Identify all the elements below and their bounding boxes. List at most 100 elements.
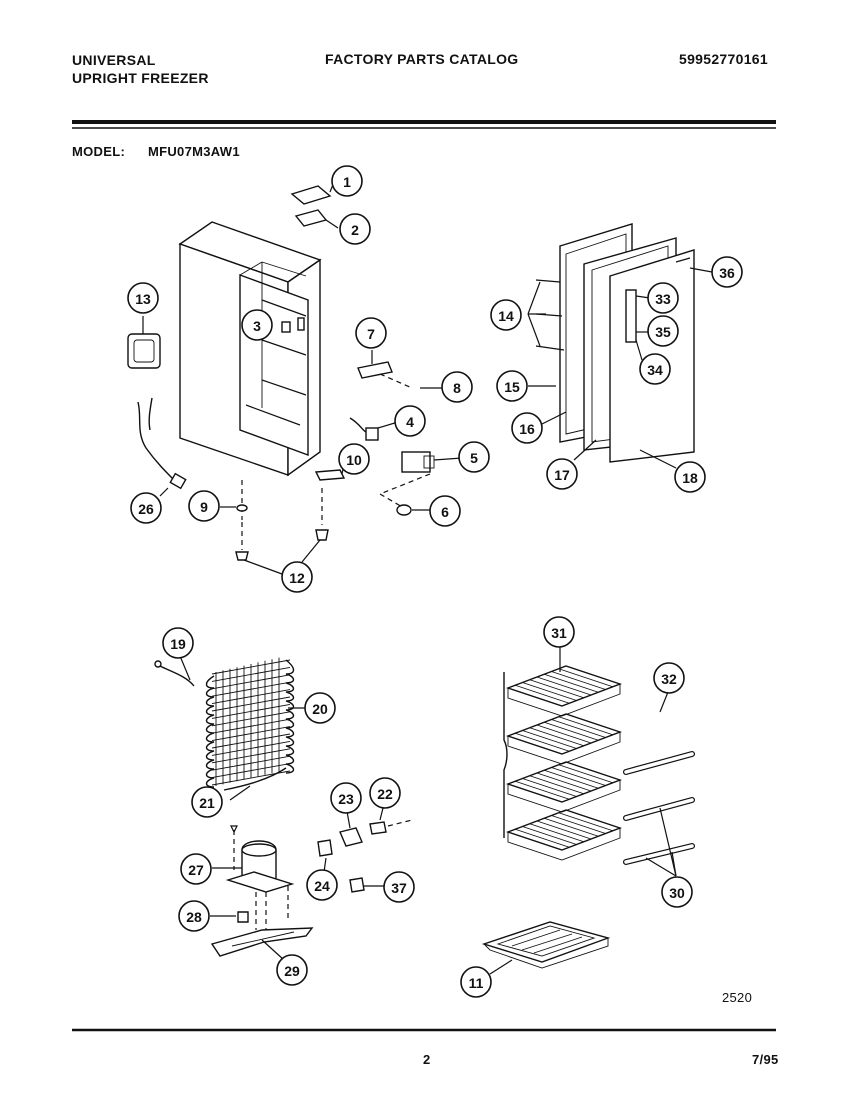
product-label: UPRIGHT FREEZER (72, 70, 209, 86)
top-cover (290, 185, 332, 205)
callout-32: 32 (653, 662, 685, 694)
callout-label: 27 (188, 862, 204, 878)
callout-label: 17 (554, 467, 570, 483)
callout-label: 7 (367, 326, 375, 342)
callout-label: 15 (504, 379, 520, 395)
callout-label: 10 (346, 452, 362, 468)
power-cord (137, 401, 177, 483)
light-housing (127, 333, 161, 369)
callout-26: 26 (130, 492, 162, 524)
callout-20: 20 (304, 692, 336, 724)
callout-12: 12 (281, 561, 313, 593)
callout-21: 21 (191, 786, 223, 818)
callout-9: 9 (188, 490, 220, 522)
door-handle (625, 289, 637, 343)
callout-13: 13 (127, 282, 159, 314)
callout-6: 6 (429, 495, 461, 527)
callout-label: 12 (289, 570, 305, 586)
callout-24: 24 (306, 869, 338, 901)
callout-36: 36 (711, 256, 743, 288)
callout-30: 30 (661, 876, 693, 908)
callout-29: 29 (276, 954, 308, 986)
callout-8: 8 (441, 371, 473, 403)
callout-15: 15 (496, 370, 528, 402)
callout-label: 1 (343, 174, 351, 190)
callout-label: 21 (199, 795, 215, 811)
callout-22: 22 (369, 777, 401, 809)
callout-label: 33 (655, 291, 671, 307)
callout-label: 8 (453, 380, 461, 396)
leveling-leg-left (235, 551, 249, 561)
callout-label: 9 (200, 499, 208, 515)
callout-label: 18 (682, 470, 698, 486)
callout-37: 37 (383, 871, 415, 903)
callout-17: 17 (546, 458, 578, 490)
callout-label: 29 (284, 963, 300, 979)
callout-3: 3 (241, 309, 273, 341)
callout-label: 26 (138, 501, 154, 517)
callout-label: 32 (661, 671, 677, 687)
callout-label: 6 (441, 504, 449, 520)
bottom-hinge (314, 469, 346, 481)
callout-label: 34 (647, 362, 663, 378)
callout-27: 27 (180, 853, 212, 885)
leveling-leg-right (315, 529, 329, 541)
freezer-cabinet (178, 221, 322, 477)
callout-23: 23 (330, 782, 362, 814)
callout-label: 4 (406, 414, 414, 430)
callout-4: 4 (394, 405, 426, 437)
door-assembly (527, 223, 713, 469)
callout-label: 28 (186, 909, 202, 925)
compressor (210, 825, 314, 961)
thermostat (401, 451, 431, 473)
model-label: MODEL: (72, 144, 126, 159)
callout-7: 7 (355, 317, 387, 349)
wire-shelf (505, 665, 623, 717)
callout-label: 30 (669, 885, 685, 901)
callout-18: 18 (674, 461, 706, 493)
wire-shelf (505, 761, 623, 813)
callout-19: 19 (162, 627, 194, 659)
callout-label: 35 (655, 324, 671, 340)
diagram-code: 2520 (722, 990, 753, 1005)
callout-label: 24 (314, 878, 330, 894)
callout-33: 33 (647, 282, 679, 314)
page-number: 2 (423, 1052, 431, 1067)
callout-label: 2 (351, 222, 359, 238)
start-relay (317, 803, 413, 893)
callout-16: 16 (511, 412, 543, 444)
callout-label: 37 (391, 880, 407, 896)
shelf-rack (503, 646, 695, 877)
wire-shelf (505, 713, 623, 765)
hinge-bracket (357, 361, 393, 379)
callout-label: 14 (498, 308, 514, 324)
callout-28: 28 (178, 900, 210, 932)
catalog-number: 59952770161 (679, 51, 768, 67)
wire-shelf (505, 809, 623, 861)
condenser-coil (154, 655, 295, 791)
callout-5: 5 (458, 441, 490, 473)
callout-label: 16 (519, 421, 535, 437)
brand-label: UNIVERSAL (72, 52, 156, 68)
thermostat-knob (396, 504, 412, 516)
callout-label: 36 (719, 265, 735, 281)
catalog-title: FACTORY PARTS CATALOG (325, 51, 519, 67)
callout-label: 3 (253, 318, 261, 334)
callout-label: 23 (338, 791, 354, 807)
callout-2: 2 (339, 213, 371, 245)
revision-date: 7/95 (752, 1052, 779, 1067)
callout-11: 11 (460, 966, 492, 998)
callout-label: 22 (377, 786, 393, 802)
cover-insert (294, 209, 328, 227)
drip-tray (481, 921, 611, 975)
callout-label: 31 (551, 625, 567, 641)
callout-1: 1 (331, 165, 363, 197)
callout-label: 20 (312, 701, 328, 717)
callout-label: 19 (170, 636, 186, 652)
model-number: MFU07M3AW1 (148, 144, 240, 159)
callout-label: 5 (470, 450, 478, 466)
callout-label: 11 (469, 975, 484, 991)
callout-35: 35 (647, 315, 679, 347)
callout-31: 31 (543, 616, 575, 648)
